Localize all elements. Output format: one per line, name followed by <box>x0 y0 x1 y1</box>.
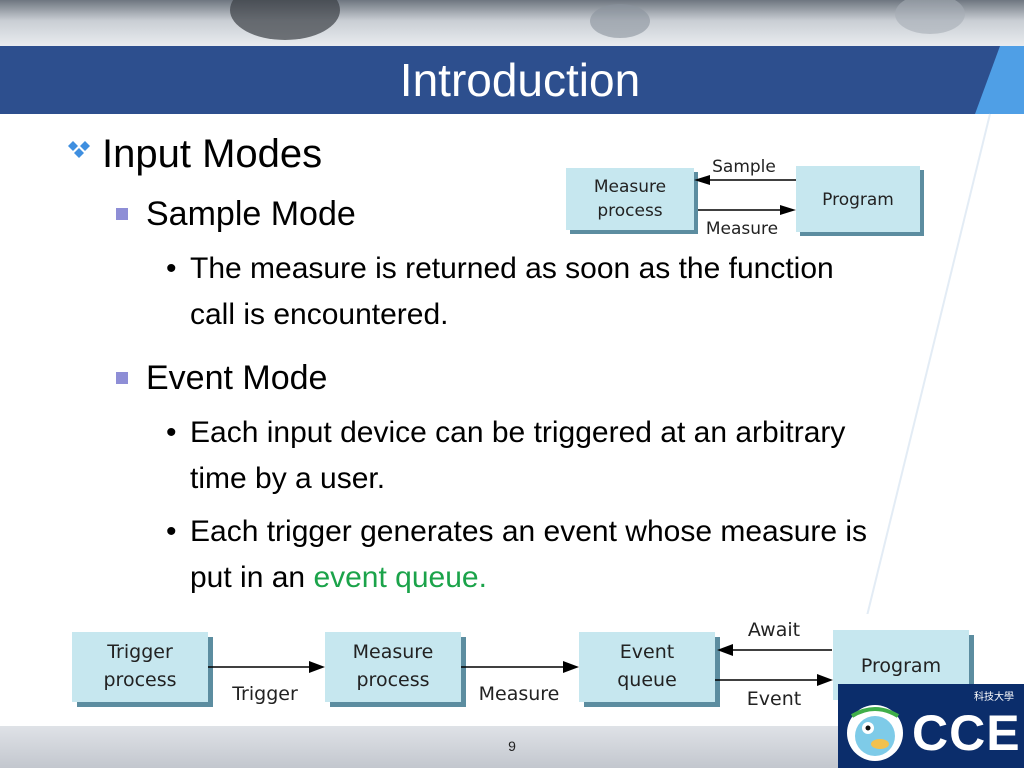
event-mode-desc1-line2: time by a user. <box>190 462 386 495</box>
page-number: 9 <box>508 738 516 754</box>
square-bullet-icon <box>116 208 128 220</box>
trigger-arrow-label: Trigger <box>231 683 298 705</box>
event-queue-label-2: queue <box>617 669 677 691</box>
square-bullet-icon <box>116 372 128 384</box>
mascot-logo-icon <box>847 705 903 761</box>
event-mode-desc2-line1: Each trigger generates an event whose me… <box>190 515 868 548</box>
event-mode-desc1-line1: Each input device can be triggered at an… <box>190 416 846 449</box>
diamond-bullet-icon <box>68 141 90 158</box>
measure-process-box <box>566 168 694 230</box>
water-drop-decoration <box>590 4 650 38</box>
program-label: Program <box>861 655 941 677</box>
trigger-arrowhead-icon <box>309 661 325 673</box>
program-box <box>796 166 920 232</box>
program-label: Program <box>822 190 894 210</box>
title-bar <box>0 46 1024 114</box>
event-arrow-label: Event <box>747 688 801 710</box>
event-mode-desc2-line2: put in an event queue. <box>190 561 487 595</box>
measure-arrowhead-icon <box>780 205 796 215</box>
water-drop-decoration <box>895 0 965 34</box>
trigger-process-box <box>72 632 208 702</box>
sample-mode-desc-line2: call is encountered. <box>190 298 449 331</box>
measure-arrowhead-icon <box>563 661 579 673</box>
measure-process-box <box>325 632 461 702</box>
await-arrow-label: Await <box>748 619 800 641</box>
sample-arrow-label: Sample <box>712 157 776 177</box>
bullet-dot: • <box>166 252 177 285</box>
bullet-dot: • <box>166 515 177 548</box>
trigger-process-label-2: process <box>103 669 176 691</box>
event-queue-box <box>579 632 715 702</box>
event-mode-desc2-prefix: put in an <box>190 561 314 594</box>
measure-process-label-2: process <box>597 201 662 221</box>
measure-process-label-2: process <box>356 669 429 691</box>
logo-subtitle: 科技大學 <box>974 692 1014 703</box>
heading-event-mode: Event Mode <box>146 359 328 397</box>
event-queue-highlight: event queue. <box>313 561 487 594</box>
event-queue-label-1: Event <box>620 641 674 663</box>
heading-sample-mode: Sample Mode <box>146 195 356 233</box>
sample-arrowhead-icon <box>694 175 710 185</box>
trigger-process-label-1: Trigger <box>106 641 173 663</box>
heading-input-modes: Input Modes <box>102 132 323 176</box>
measure-process-label-1: Measure <box>594 177 666 197</box>
measure-arrow-label: Measure <box>706 219 778 239</box>
await-arrowhead-icon <box>717 644 733 656</box>
title-accent-stripe <box>975 46 1024 114</box>
event-arrowhead-icon <box>817 674 833 686</box>
logo-text: CCE <box>912 705 1021 761</box>
measure-process-label-1: Measure <box>353 641 434 663</box>
slide-title: Introduction <box>399 54 641 106</box>
sample-mode-diagram: Measure process Program Sample Measure <box>566 152 926 240</box>
header-photo-strip <box>0 0 1024 46</box>
sample-mode-desc-line1: The measure is returned as soon as the f… <box>190 252 834 285</box>
event-mode-diagram: Trigger process Trigger Measure process … <box>72 614 978 712</box>
bullet-dot: • <box>166 416 177 449</box>
measure-arrow-label: Measure <box>479 683 560 705</box>
